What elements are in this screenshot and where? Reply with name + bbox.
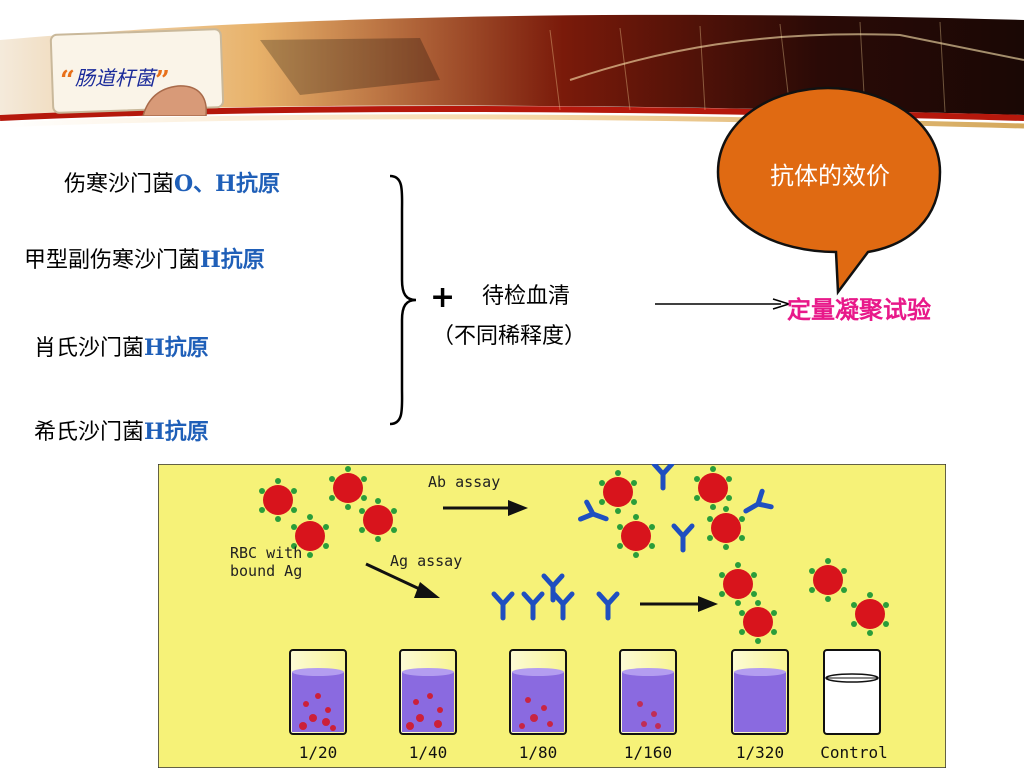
tube-label: Control [820, 743, 887, 762]
antigen-item-hirschfeldii: 希氏沙门菌H抗原 [34, 419, 209, 445]
result-label: 定量凝聚试验 [787, 296, 931, 324]
tube-label: 1/40 [409, 743, 448, 762]
test-tube-5 [731, 649, 789, 735]
serum-dilution-label: （不同稀释度） [432, 324, 587, 349]
arrow-icon [655, 298, 792, 310]
test-tube-2 [399, 649, 457, 735]
agglutination-figure: Ab assay RBC with bound Ag Ag assay [158, 464, 946, 768]
antigen-item-typhi: 伤寒沙门菌O、H抗原 [64, 171, 280, 197]
ag-assay-label: Ag assay [390, 552, 462, 570]
rbc-label-2: bound Ag [230, 562, 302, 580]
serum-label: 待检血清 [482, 284, 571, 309]
tube-label: 1/160 [624, 743, 672, 762]
antigen-item-paratyphi-a: 甲型副伤寒沙门菌H抗原 [24, 247, 265, 273]
grouping-brace [389, 174, 417, 426]
page-title: “肠道杆菌” [60, 66, 170, 96]
test-tube-3 [509, 649, 567, 735]
antigen-item-schottmuelleri: 肖氏沙门菌H抗原 [34, 335, 209, 361]
test-tube-control [823, 649, 881, 735]
ab-assay-label: Ab assay [428, 473, 500, 491]
test-tube-4 [619, 649, 677, 735]
tube-label: 1/20 [299, 743, 338, 762]
tube-label: 1/80 [519, 743, 558, 762]
title-card [49, 28, 225, 116]
rbc-label: RBC with [230, 544, 302, 562]
tube-label: 1/320 [736, 743, 784, 762]
callout-bubble [716, 86, 942, 296]
callout-text: 抗体的效价 [770, 162, 890, 190]
test-tube-1 [289, 649, 347, 735]
plus-sign: + [430, 280, 456, 315]
